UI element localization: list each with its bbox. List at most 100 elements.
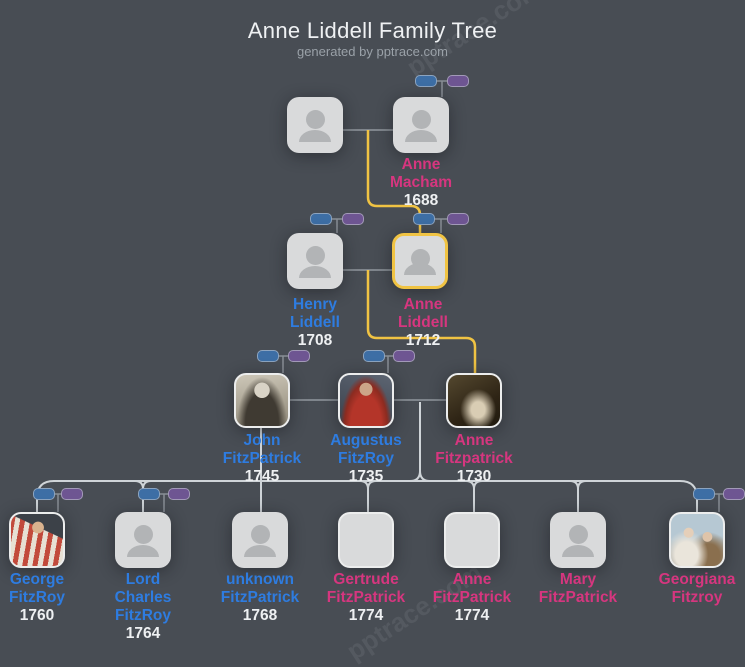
page-subtitle: generated by pptrace.com bbox=[296, 44, 449, 59]
person-label-unknown-fitzpatrick: unknown FitzPatrick 1768 bbox=[200, 571, 320, 625]
person-label-mary-fitzpatrick: Mary FitzPatrick bbox=[518, 571, 638, 607]
name-line: Fitzroy bbox=[671, 589, 723, 606]
name-line: FitzRoy bbox=[9, 589, 65, 606]
blue-chip-icon[interactable] bbox=[413, 213, 435, 225]
name-line: Anne bbox=[403, 296, 443, 313]
purple-chip-icon[interactable] bbox=[168, 488, 190, 500]
name-line: Anne bbox=[401, 156, 441, 173]
person-label-anne-fitzpatrick-jr: Anne FitzPatrick 1774 bbox=[412, 571, 532, 625]
name-line: FitzPatrick bbox=[538, 589, 618, 606]
birth-year: 1760 bbox=[19, 607, 55, 624]
name-line: FitzPatrick bbox=[326, 589, 406, 606]
person-label-anne-liddell: Anne Liddell 1712 bbox=[363, 296, 483, 350]
name-line: FitzPatrick bbox=[222, 450, 302, 467]
person-label-gertrude-fitzpatrick: Gertrude FitzPatrick 1774 bbox=[306, 571, 426, 625]
avatar-icon bbox=[568, 525, 588, 544]
person-card-anne-fitzpatrick-jr[interactable] bbox=[444, 512, 500, 568]
name-line: unknown bbox=[225, 571, 295, 588]
name-line: FitzRoy bbox=[338, 450, 394, 467]
person-card-augustus-fitzroy[interactable] bbox=[338, 373, 394, 428]
person-label-henry-liddell: Henry Liddell 1708 bbox=[255, 296, 375, 350]
avatar-icon bbox=[299, 266, 331, 278]
person-card-anne-macham[interactable] bbox=[393, 97, 449, 153]
person-card-georgiana-fitzroy[interactable] bbox=[669, 512, 725, 568]
avatar-icon bbox=[305, 246, 325, 265]
person-card-john-fitzpatrick[interactable] bbox=[234, 373, 290, 428]
birth-year: 1712 bbox=[405, 332, 441, 349]
blue-chip-icon[interactable] bbox=[415, 75, 437, 87]
birth-year: 1774 bbox=[348, 607, 384, 624]
avatar-icon bbox=[250, 525, 270, 544]
birth-year: 1688 bbox=[403, 192, 439, 209]
name-line: Anne bbox=[452, 571, 492, 588]
purple-chip-icon[interactable] bbox=[393, 350, 415, 362]
blue-chip-icon[interactable] bbox=[310, 213, 332, 225]
name-line: Georgiana bbox=[658, 571, 736, 588]
name-line: Liddell bbox=[290, 314, 340, 331]
blue-chip-icon[interactable] bbox=[138, 488, 160, 500]
person-card-lord-charles-fitzroy[interactable] bbox=[115, 512, 171, 568]
birth-year: 1768 bbox=[242, 607, 278, 624]
name-line: Lord bbox=[125, 571, 161, 588]
purple-chip-icon[interactable] bbox=[447, 213, 469, 225]
name-line: Mary bbox=[559, 571, 597, 588]
person-card-gertrude-fitzpatrick[interactable] bbox=[338, 512, 394, 568]
person-card-george-fitzroy[interactable] bbox=[9, 512, 65, 568]
tree-connectors bbox=[36, 80, 723, 512]
person-label-georgiana-fitzroy: Georgiana Fitzroy bbox=[637, 571, 745, 607]
purple-chip-icon[interactable] bbox=[447, 75, 469, 87]
blue-chip-icon[interactable] bbox=[693, 488, 715, 500]
name-line: Fitzpatrick bbox=[435, 450, 513, 467]
blue-chip-icon[interactable] bbox=[363, 350, 385, 362]
name-line: Liddell bbox=[398, 314, 448, 331]
chip-connector-lines bbox=[53, 80, 723, 512]
birth-year: 1774 bbox=[454, 607, 490, 624]
name-line: Henry bbox=[293, 296, 337, 313]
avatar-icon bbox=[404, 263, 436, 275]
person-card-unknown-fitzpatrick[interactable] bbox=[232, 512, 288, 568]
birth-year: 1745 bbox=[244, 468, 280, 485]
avatar-icon bbox=[127, 545, 159, 557]
person-card-mary-fitzpatrick[interactable] bbox=[550, 512, 606, 568]
avatar-icon bbox=[411, 110, 431, 129]
name-line: FitzRoy bbox=[115, 607, 171, 624]
descent-lines bbox=[36, 402, 698, 512]
birth-year: 1730 bbox=[456, 468, 492, 485]
blue-chip-icon[interactable] bbox=[257, 350, 279, 362]
purple-chip-icon[interactable] bbox=[723, 488, 745, 500]
person-label-anne-fitzpatrick: Anne Fitzpatrick 1730 bbox=[414, 432, 534, 486]
blue-chip-icon[interactable] bbox=[33, 488, 55, 500]
birth-year: 1764 bbox=[125, 625, 161, 642]
purple-chip-icon[interactable] bbox=[342, 213, 364, 225]
name-line: Gertrude bbox=[333, 571, 399, 588]
name-line: John bbox=[243, 432, 281, 449]
person-label-john-fitzpatrick: John FitzPatrick 1745 bbox=[202, 432, 322, 486]
person-label-lord-charles-fitzroy: Lord Charles FitzRoy 1764 bbox=[83, 571, 203, 643]
person-label-george-fitzroy: George FitzRoy 1760 bbox=[0, 571, 97, 625]
name-line: FitzPatrick bbox=[432, 589, 512, 606]
birth-year: 1708 bbox=[297, 332, 333, 349]
lineage-highlight-line bbox=[366, 130, 477, 375]
person-card-unknown-partner[interactable] bbox=[287, 97, 343, 153]
name-line: FitzPatrick bbox=[220, 589, 300, 606]
avatar-icon bbox=[244, 545, 276, 557]
name-line: George bbox=[9, 571, 65, 588]
person-label-anne-macham: Anne Macham 1688 bbox=[361, 156, 481, 210]
name-line: Macham bbox=[389, 174, 453, 191]
birth-year: 1735 bbox=[348, 468, 384, 485]
person-label-augustus-fitzroy: Augustus FitzRoy 1735 bbox=[306, 432, 426, 486]
page-title: Anne Liddell Family Tree bbox=[247, 18, 498, 43]
avatar-icon bbox=[405, 130, 437, 142]
person-card-anne-liddell[interactable] bbox=[392, 233, 448, 289]
name-line: Anne bbox=[454, 432, 494, 449]
purple-chip-icon[interactable] bbox=[288, 350, 310, 362]
avatar-icon bbox=[299, 130, 331, 142]
avatar-icon bbox=[562, 545, 594, 557]
avatar-icon bbox=[133, 525, 153, 544]
avatar-icon bbox=[305, 110, 325, 129]
name-line: Charles bbox=[114, 589, 172, 606]
purple-chip-icon[interactable] bbox=[61, 488, 83, 500]
person-card-anne-fitzpatrick[interactable] bbox=[446, 373, 502, 428]
person-card-henry-liddell[interactable] bbox=[287, 233, 343, 289]
